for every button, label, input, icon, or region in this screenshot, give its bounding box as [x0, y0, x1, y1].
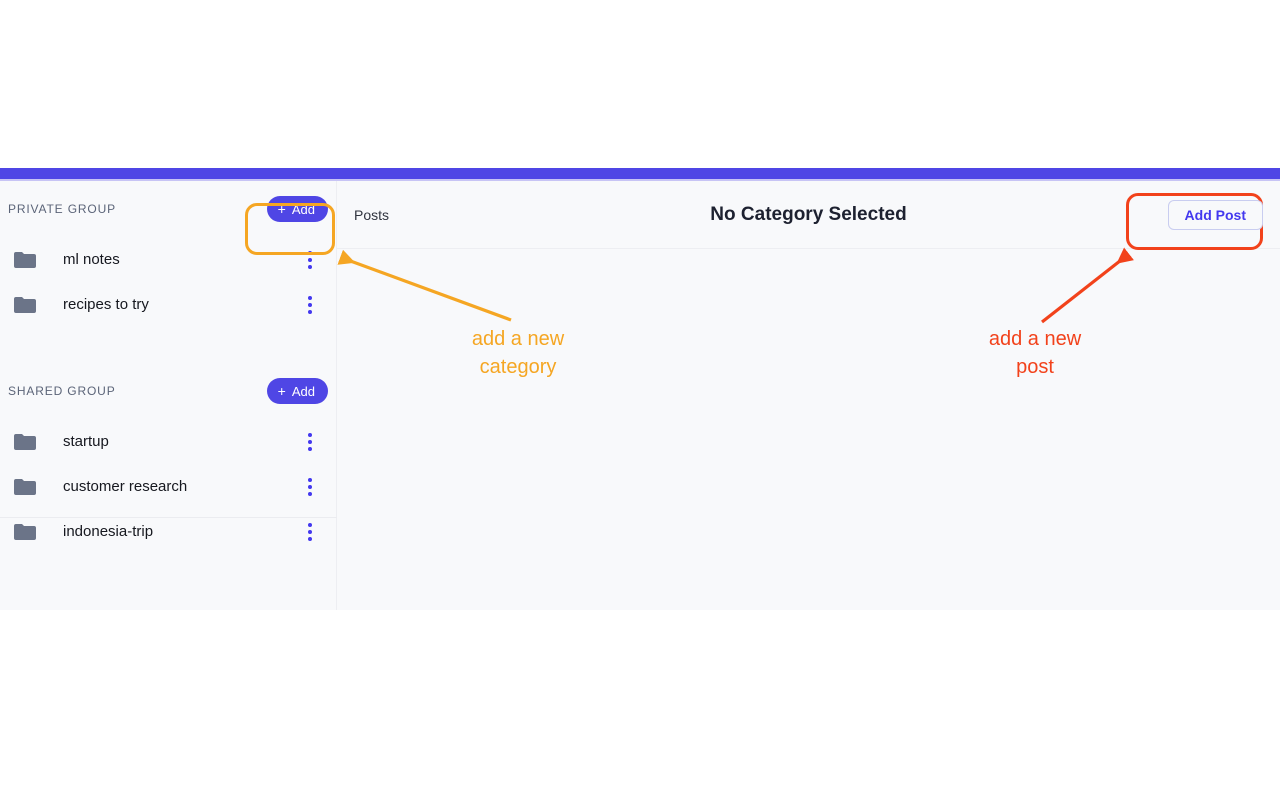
folder-icon [14, 252, 36, 268]
plus-icon: + [277, 382, 286, 399]
kebab-menu-icon[interactable] [299, 430, 321, 454]
plus-icon: + [277, 200, 286, 217]
kebab-menu-icon[interactable] [299, 248, 321, 272]
sidebar-item-label: startup [63, 433, 109, 450]
folder-icon [14, 524, 36, 540]
sidebar-item-customer-research[interactable]: customer research [0, 464, 336, 509]
private-group-add-label: Add [291, 201, 315, 217]
page-title: No Category Selected [710, 203, 907, 225]
top-accent-underline [0, 179, 1280, 181]
sidebar-group-header-shared: SHARED GROUP + Add [0, 363, 336, 419]
sidebar-item-label: indonesia-trip [63, 523, 154, 540]
top-accent-bar [0, 168, 1280, 179]
sidebar-group-header-private: PRIVATE GROUP + Add [0, 181, 336, 237]
sidebar-item-label: ml notes [63, 251, 120, 268]
folder-icon [14, 434, 36, 450]
kebab-menu-icon[interactable] [299, 475, 321, 499]
sidebar-group-title-shared: SHARED GROUP [8, 384, 116, 398]
shared-group-add-label: Add [291, 383, 315, 399]
sidebar-group-divider [0, 517, 337, 518]
sidebar-item-ml-notes[interactable]: ml notes [0, 237, 336, 282]
sidebar-item-label: recipes to try [63, 296, 149, 313]
private-group-add-button[interactable]: + Add [266, 196, 328, 222]
shared-group-add-button[interactable]: + Add [266, 378, 328, 404]
app-window: PRIVATE GROUP + Add ml notes recipes to … [0, 168, 1280, 610]
sidebar-item-indonesia-trip[interactable]: indonesia-trip [0, 509, 336, 554]
posts-label: Posts [354, 206, 390, 223]
sidebar-item-startup[interactable]: startup [0, 419, 336, 464]
kebab-menu-icon[interactable] [299, 293, 321, 317]
add-post-button[interactable]: Add Post [1167, 199, 1263, 230]
kebab-menu-icon[interactable] [299, 520, 321, 544]
main-panel: Posts No Category Selected Add Post [337, 181, 1280, 610]
sidebar: PRIVATE GROUP + Add ml notes recipes to … [0, 181, 337, 610]
sidebar-group-title-private: PRIVATE GROUP [8, 202, 116, 216]
folder-icon [14, 297, 36, 313]
sidebar-item-label: customer research [63, 478, 188, 495]
main-header: Posts No Category Selected Add Post [337, 181, 1280, 249]
folder-icon [14, 479, 36, 495]
posts-empty-area [337, 249, 1280, 610]
sidebar-item-recipes-to-try[interactable]: recipes to try [0, 282, 336, 327]
